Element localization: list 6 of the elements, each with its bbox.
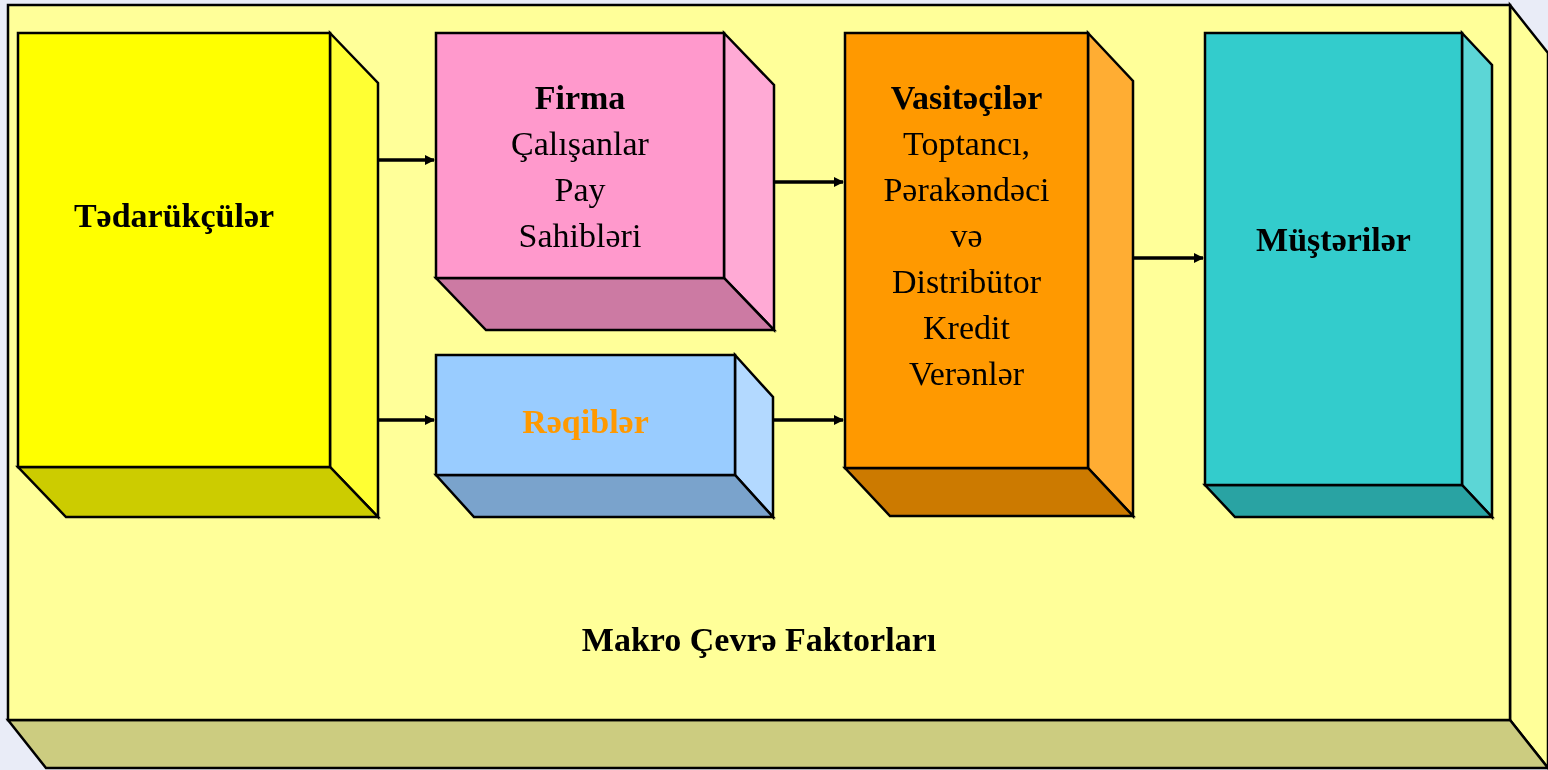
arrow xyxy=(378,155,435,165)
arrow xyxy=(378,415,435,425)
arrow xyxy=(1133,253,1204,263)
arrow xyxy=(773,415,844,425)
arrow xyxy=(774,177,844,187)
box-label: Makro Çevrə Faktorları xyxy=(580,620,938,660)
